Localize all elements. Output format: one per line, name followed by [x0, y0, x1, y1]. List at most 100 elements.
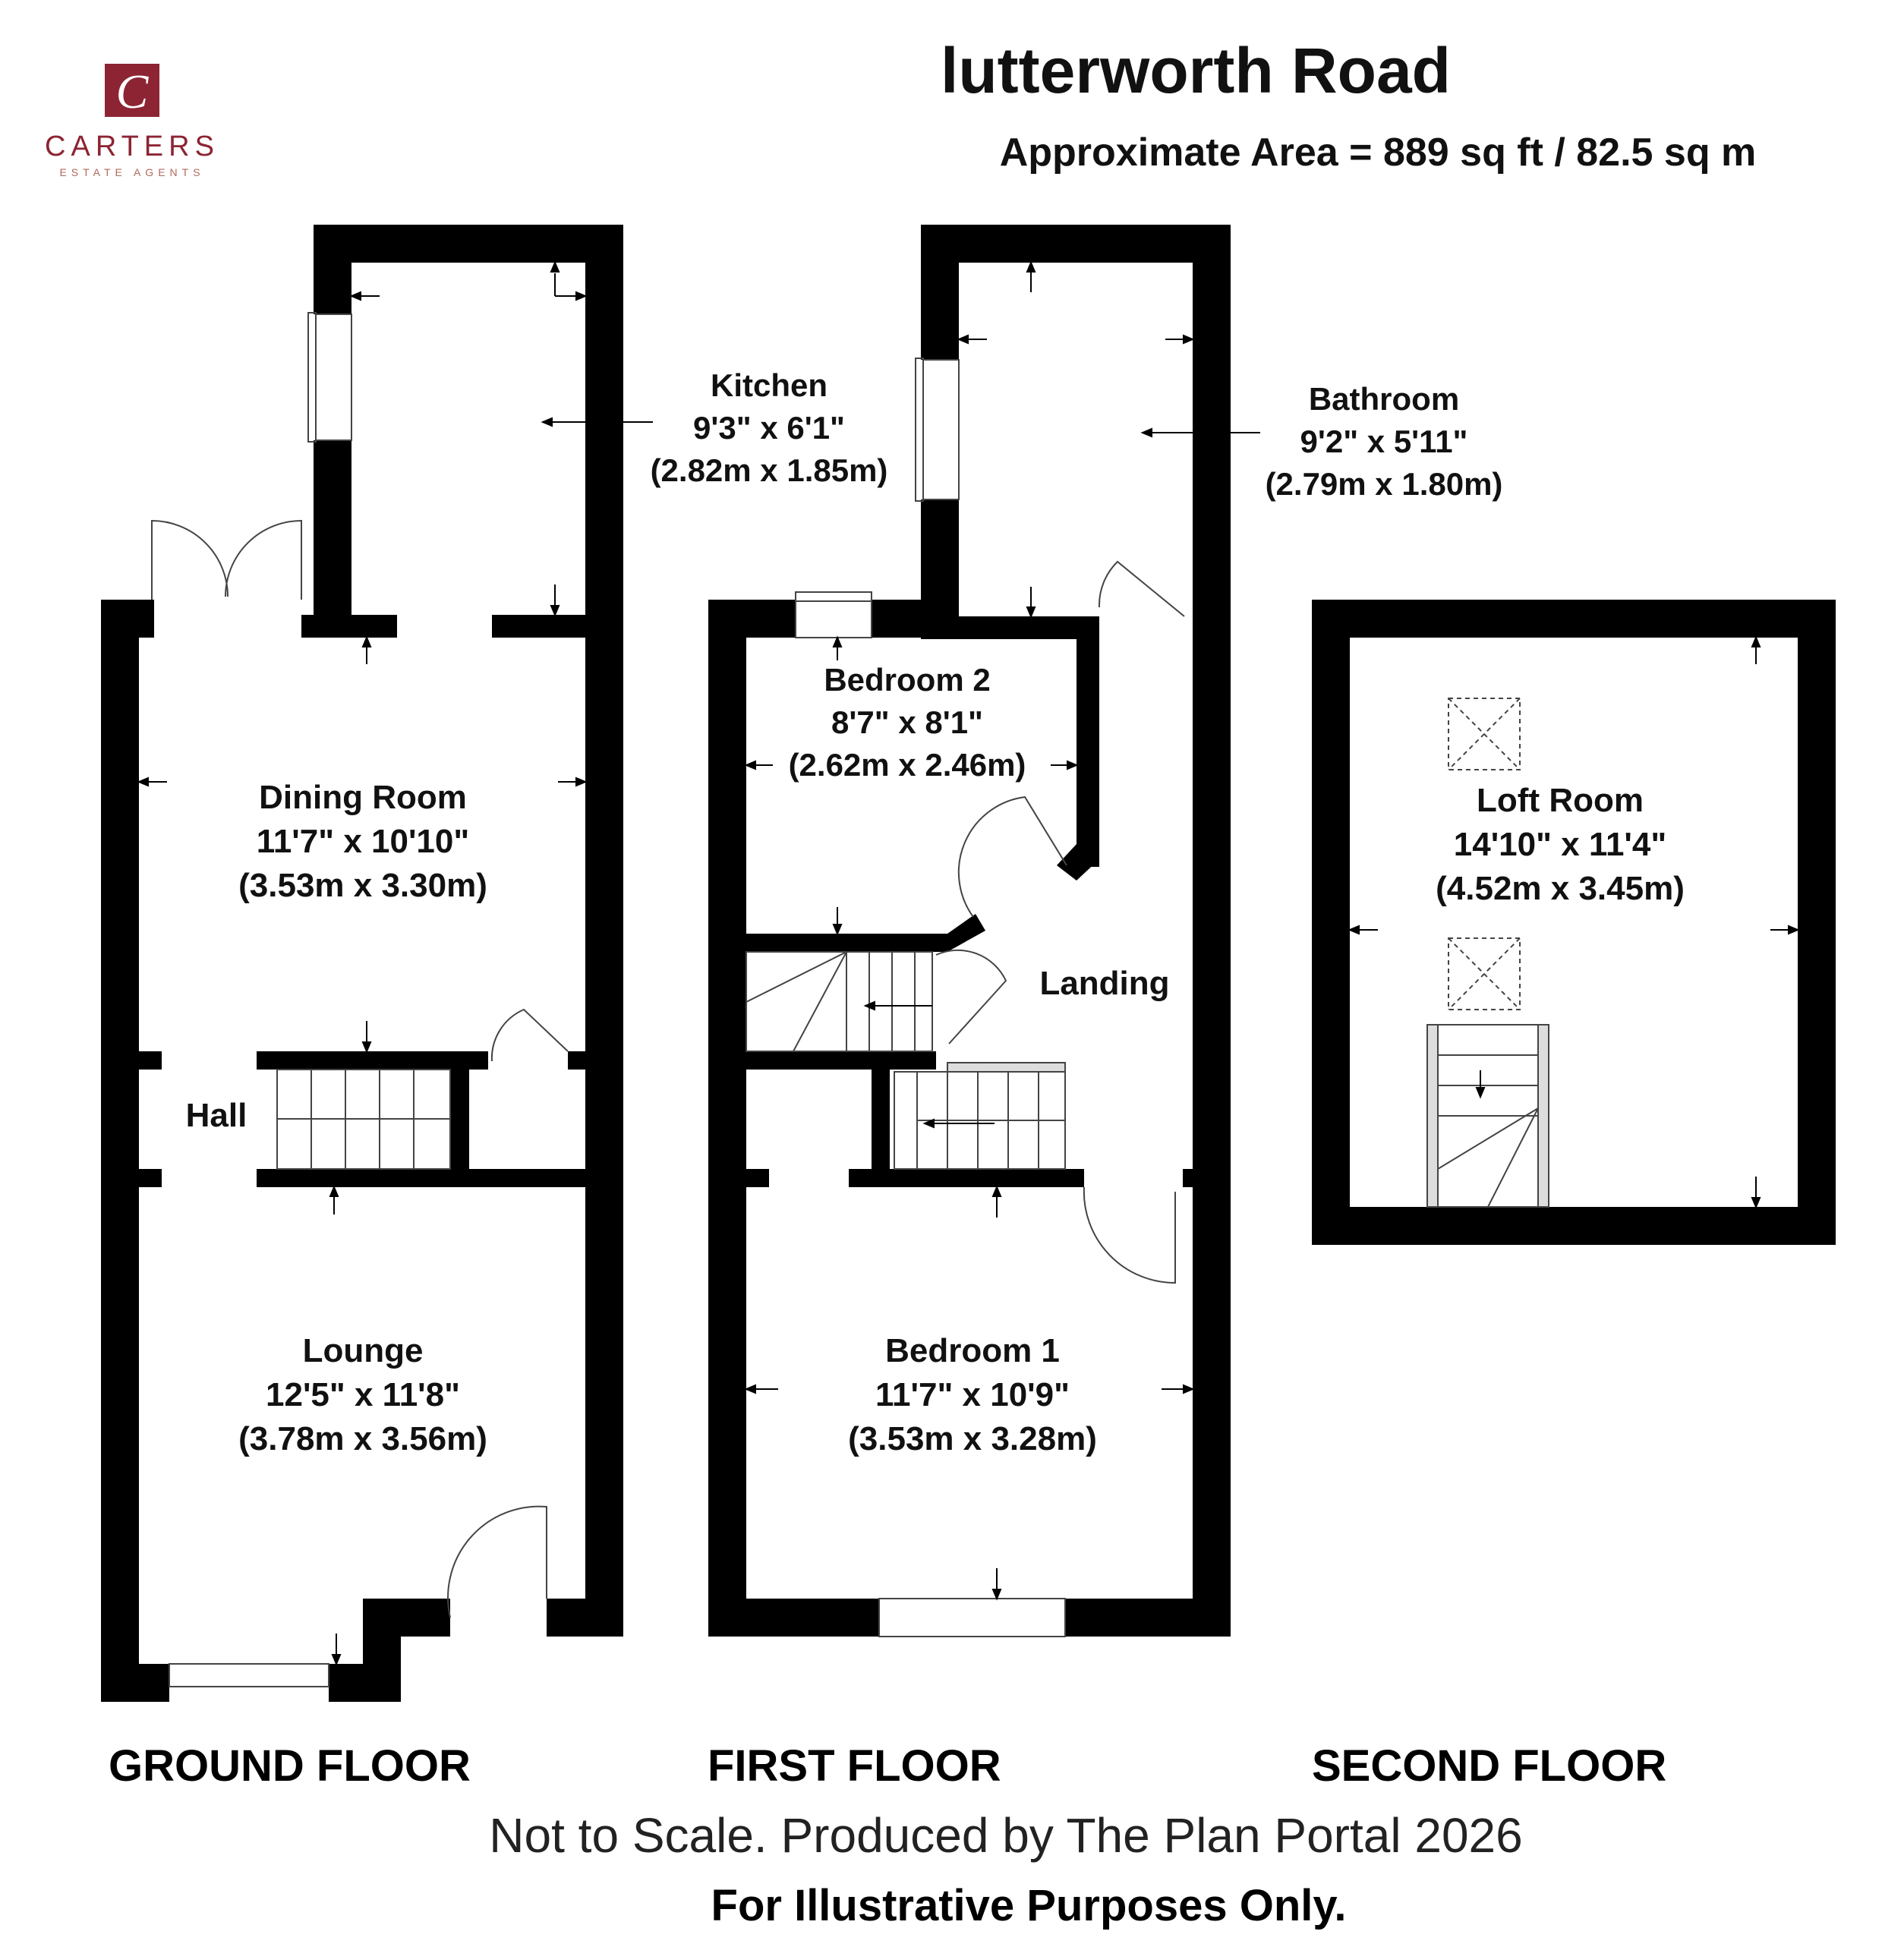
room-name: Dining Room [259, 779, 467, 816]
wall [301, 615, 397, 638]
wall [746, 1051, 936, 1070]
floor-label-first: FIRST FLOOR [708, 1741, 1001, 1791]
wall [139, 1051, 162, 1070]
first-floor-fixtures [746, 358, 1185, 1637]
wall [101, 600, 139, 1702]
window [795, 591, 872, 602]
wall [921, 225, 1231, 263]
room-landing: Landing [1039, 965, 1169, 1002]
stair-rail [1426, 1024, 1439, 1208]
stair-rail [947, 1062, 1066, 1073]
wall [746, 1169, 769, 1187]
logo-mark-letter: C [116, 65, 150, 118]
wall [1312, 1207, 1836, 1245]
wall [947, 914, 985, 952]
room-kitchen: Kitchen 9'3" x 6'1" (2.82m x 1.85m) [651, 367, 888, 488]
room-dining: Dining Room 11'7" x 10'10" (3.53m x 3.30… [238, 779, 487, 904]
room-name: Loft Room [1477, 782, 1644, 819]
window [915, 358, 924, 502]
wall [257, 1051, 488, 1070]
wall [314, 440, 351, 633]
wall [1183, 1169, 1198, 1187]
room-size-imperial: 11'7" x 10'10" [257, 823, 469, 860]
room-size-metric: (2.62m x 2.46m) [789, 747, 1026, 783]
door [957, 795, 1067, 918]
french-door [151, 519, 229, 600]
room-size-imperial: 8'7" x 8'1" [831, 704, 983, 740]
logo-mark [105, 64, 159, 117]
first-floor-plan [708, 225, 1231, 1637]
wall [1057, 844, 1099, 881]
window [878, 1598, 1066, 1637]
wall [1193, 225, 1231, 1637]
room-bedroom-2: Bedroom 2 8'7" x 8'1" (2.62m x 2.46m) [789, 662, 1026, 783]
room-size-metric: (3.53m x 3.28m) [848, 1420, 1097, 1457]
second-floor-plan [1312, 600, 1836, 1245]
wall [1312, 600, 1836, 638]
room-name: Bathroom [1309, 381, 1459, 417]
wall [959, 616, 1099, 639]
property-title: lutterworth Road [941, 35, 1451, 106]
door [447, 1505, 547, 1618]
wall [492, 615, 591, 638]
logo-tagline: ESTATE AGENTS [59, 166, 204, 178]
wall [872, 600, 959, 638]
room-size-metric: (2.79m x 1.80m) [1266, 466, 1503, 502]
wall [1798, 600, 1836, 1245]
wall [450, 1051, 469, 1177]
wall [257, 1169, 591, 1187]
wall [585, 225, 623, 1637]
room-size-imperial: 11'7" x 10'9" [875, 1376, 1070, 1413]
logo-name: CARTERS [45, 131, 219, 162]
door [490, 1008, 569, 1062]
wall [921, 225, 959, 360]
room-hall: Hall [186, 1097, 247, 1134]
room-size-metric: (3.78m x 3.56m) [238, 1420, 487, 1457]
wall [708, 600, 746, 1637]
skylight [1448, 937, 1521, 1010]
window [922, 359, 960, 500]
ground-floor-fixtures [151, 312, 569, 1687]
room-name: Bedroom 1 [885, 1332, 1060, 1369]
room-bathroom: Bathroom 9'2" x 5'11" (2.79m x 1.80m) [1266, 381, 1503, 502]
room-loft: Loft Room 14'10" x 11'4" (4.52m x 3.45m) [1436, 782, 1685, 907]
wall [547, 1599, 623, 1637]
room-name: Bedroom 2 [824, 662, 990, 698]
room-size-imperial: 9'2" x 5'11" [1300, 424, 1468, 459]
wall [314, 225, 351, 314]
window [315, 313, 352, 441]
wall [139, 1169, 162, 1187]
room-size-imperial: 14'10" x 11'4" [1454, 826, 1666, 863]
wall [872, 1051, 890, 1173]
door [1098, 560, 1185, 617]
room-name: Lounge [303, 1332, 424, 1369]
ground-floor-plan [101, 225, 623, 1702]
wall [1077, 616, 1099, 867]
room-size-metric: (4.52m x 3.45m) [1436, 870, 1685, 907]
wall [314, 225, 623, 263]
french-door [225, 519, 302, 600]
door [935, 949, 1007, 1044]
footer-illustrative: For Illustrative Purposes Only. [711, 1881, 1347, 1930]
window [169, 1663, 329, 1687]
wall [708, 1599, 879, 1637]
door [1083, 1186, 1176, 1284]
floor-label-second: SECOND FLOOR [1312, 1741, 1666, 1791]
room-size-metric: (2.82m x 1.85m) [651, 452, 888, 488]
second-floor-fixtures [1426, 698, 1549, 1208]
carters-logo: C CARTERS ESTATE AGENTS [45, 64, 219, 178]
wall [363, 1599, 450, 1637]
wall [1312, 600, 1350, 1245]
floor-label-ground: GROUND FLOOR [109, 1741, 471, 1791]
window [795, 600, 872, 638]
wall [101, 1664, 169, 1702]
wall [1065, 1599, 1231, 1637]
approximate-area: Approximate Area = 889 sq ft / 82.5 sq m [1000, 131, 1757, 175]
room-name: Kitchen [711, 367, 827, 403]
dimension-arrows [137, 260, 1800, 1666]
footer-disclaimer: Not to Scale. Produced by The Plan Porta… [489, 1808, 1522, 1863]
room-bedroom-1: Bedroom 1 11'7" x 10'9" (3.53m x 3.28m) [848, 1332, 1097, 1457]
room-size-imperial: 12'5" x 11'8" [266, 1376, 460, 1413]
